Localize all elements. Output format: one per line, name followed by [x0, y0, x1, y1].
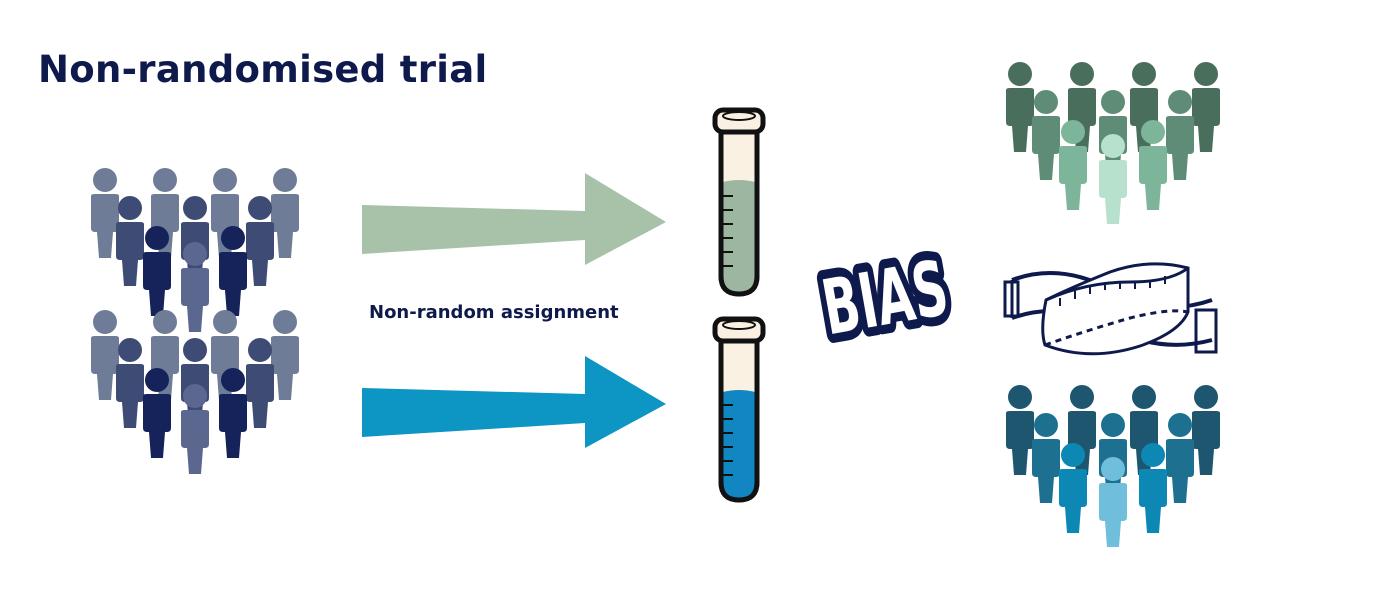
- test-tube-icon-top: [712, 107, 766, 297]
- arrow-right-icon-bottom: [362, 356, 666, 448]
- result-crowd-icon-top: [1006, 62, 1220, 224]
- test-tube-icon-bottom: [712, 316, 766, 503]
- bias-label: BIAS: [816, 243, 954, 352]
- source-crowd-icon-bottom: [91, 310, 299, 474]
- result-crowd-icon-bottom: [1006, 385, 1220, 547]
- measuring-tape-icon: [1003, 262, 1218, 356]
- diagram-title: Non-randomised trial: [38, 48, 488, 91]
- assignment-label: Non-random assignment: [369, 302, 619, 323]
- source-crowd-icon-top: [91, 168, 299, 332]
- arrow-right-icon-top: [362, 173, 666, 265]
